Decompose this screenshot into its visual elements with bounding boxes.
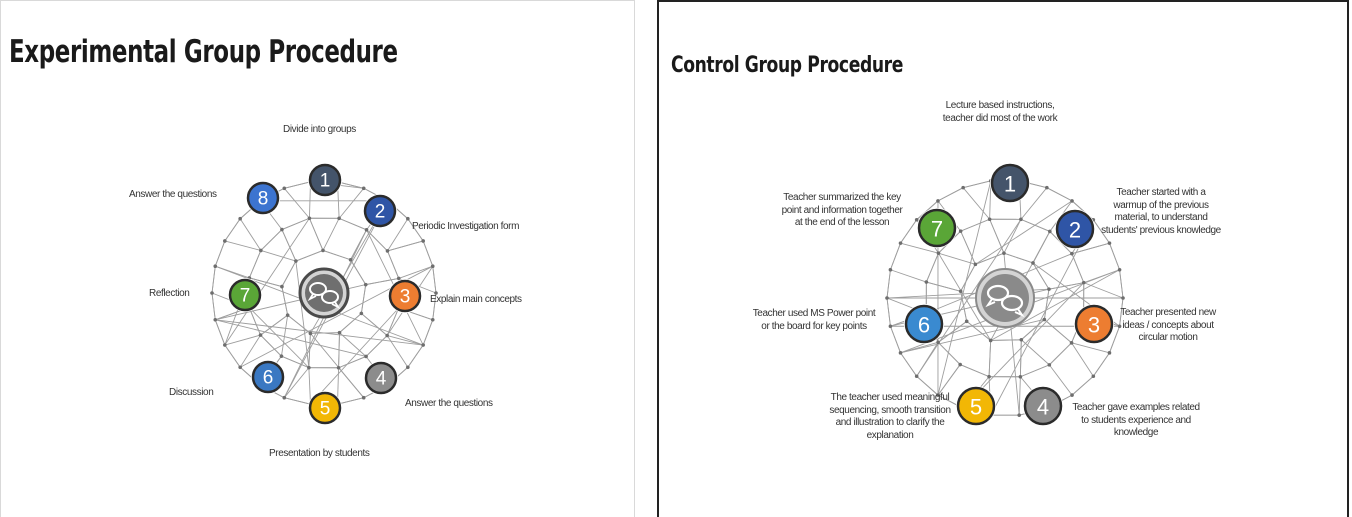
step-nodes: 1 2 3 4 5 6 7 8 (228, 163, 422, 425)
step-4-node: 4 (1023, 386, 1063, 426)
step-number: 4 (1037, 395, 1049, 420)
control-procedure-diagram: 1 2 3 4 5 6 7 (885, 163, 1125, 426)
slide-title: Experimental Group Procedure (9, 34, 398, 70)
step-number: 5 (320, 399, 331, 420)
control-group-slide: Control Group Procedure 1 2 3 4 5 6 7 Lecture … (657, 0, 1349, 517)
step-3-label: Teacher presented new ideas / concepts a… (1120, 307, 1216, 343)
step-1-node: 1 (990, 163, 1030, 203)
step-number: 2 (1069, 218, 1081, 243)
step-number: 7 (240, 286, 251, 307)
step-5-label: The teacher used meaningful sequencing, … (829, 392, 951, 441)
step-nodes: 1 2 3 4 5 6 7 (904, 163, 1114, 426)
step-number: 3 (1088, 313, 1100, 338)
step-6-label: Discussion (169, 387, 214, 398)
step-2-node: 2 (363, 194, 397, 228)
step-7-node: 7 (917, 208, 957, 248)
step-number: 8 (258, 189, 269, 210)
speech-bubbles-icon (975, 268, 1035, 328)
step-number: 3 (400, 287, 411, 308)
step-number: 6 (263, 368, 274, 389)
step-8-node: 8 (246, 181, 280, 215)
step-7-label: Teacher summarized the key point and inf… (781, 192, 903, 228)
step-6-label: Teacher used MS Power point or the board… (752, 308, 876, 332)
step-number: 1 (320, 171, 331, 192)
step-3-label: Explain main concepts (430, 294, 522, 305)
step-number: 1 (1004, 172, 1016, 197)
step-6-node: 6 (251, 360, 285, 394)
step-7-label: Reflection (149, 288, 190, 299)
step-5-label: Presentation by students (269, 448, 370, 459)
experimental-group-slide: Experimental Group Procedure 1 2 3 4 5 6 7 8 Di… (0, 0, 635, 517)
step-8-label: Answer the questions (129, 189, 217, 200)
step-4-label: Answer the questions (405, 398, 493, 409)
experimental-procedure-diagram: 1 2 3 4 5 6 7 8 (210, 163, 438, 425)
step-7-node: 7 (228, 278, 262, 312)
step-2-node: 2 (1055, 209, 1095, 249)
step-4-node: 4 (364, 361, 398, 395)
step-6-node: 6 (904, 304, 944, 344)
step-2-label: Periodic Investigation form (412, 221, 520, 232)
step-number: 2 (375, 202, 386, 223)
step-3-node: 3 (1074, 304, 1114, 344)
step-1-label: Divide into groups (283, 124, 356, 135)
step-number: 5 (970, 395, 982, 420)
step-number: 6 (918, 313, 930, 338)
step-5-node: 5 (308, 391, 342, 425)
network-background (210, 180, 438, 406)
step-5-node: 5 (956, 386, 996, 426)
speech-bubbles-icon (298, 267, 350, 319)
step-number: 4 (376, 369, 387, 390)
step-number: 7 (931, 217, 943, 242)
step-1-label: Lecture based instructions, teacher did … (942, 100, 1058, 124)
step-4-label: Teacher gave examples related to student… (1072, 402, 1200, 438)
step-1-node: 1 (308, 163, 342, 197)
step-2-label: Teacher started with a warmup of the pre… (1101, 187, 1221, 236)
step-3-node: 3 (388, 279, 422, 313)
slide-title: Control Group Procedure (671, 53, 904, 78)
